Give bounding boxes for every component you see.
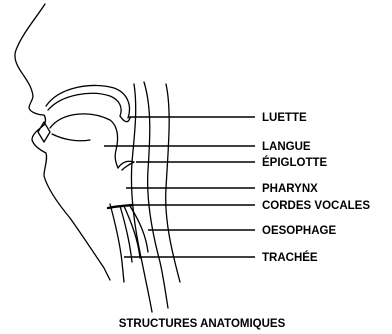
label-oesophage: OESOPHAGE <box>262 225 336 237</box>
palate-inner <box>48 93 121 116</box>
spine-line-1 <box>166 84 180 282</box>
label-cordes-vocales: CORDES VOCALES <box>262 200 370 212</box>
trachea-front <box>110 204 124 282</box>
trachea-back <box>120 206 132 262</box>
tongue-underside <box>52 134 90 141</box>
neck-back-outline <box>144 82 168 308</box>
label-luette: LUETTE <box>262 112 307 124</box>
label-pharynx: PHARYNX <box>262 183 318 195</box>
head-profile-outline <box>15 4 110 280</box>
label-epiglotte: ÉPIGLOTTE <box>262 156 328 169</box>
diagram-caption: STRUCTURES ANATOMIQUES <box>119 318 286 330</box>
label-trachee: TRACHÉE <box>262 251 318 264</box>
label-langue: LANGUE <box>262 141 311 153</box>
